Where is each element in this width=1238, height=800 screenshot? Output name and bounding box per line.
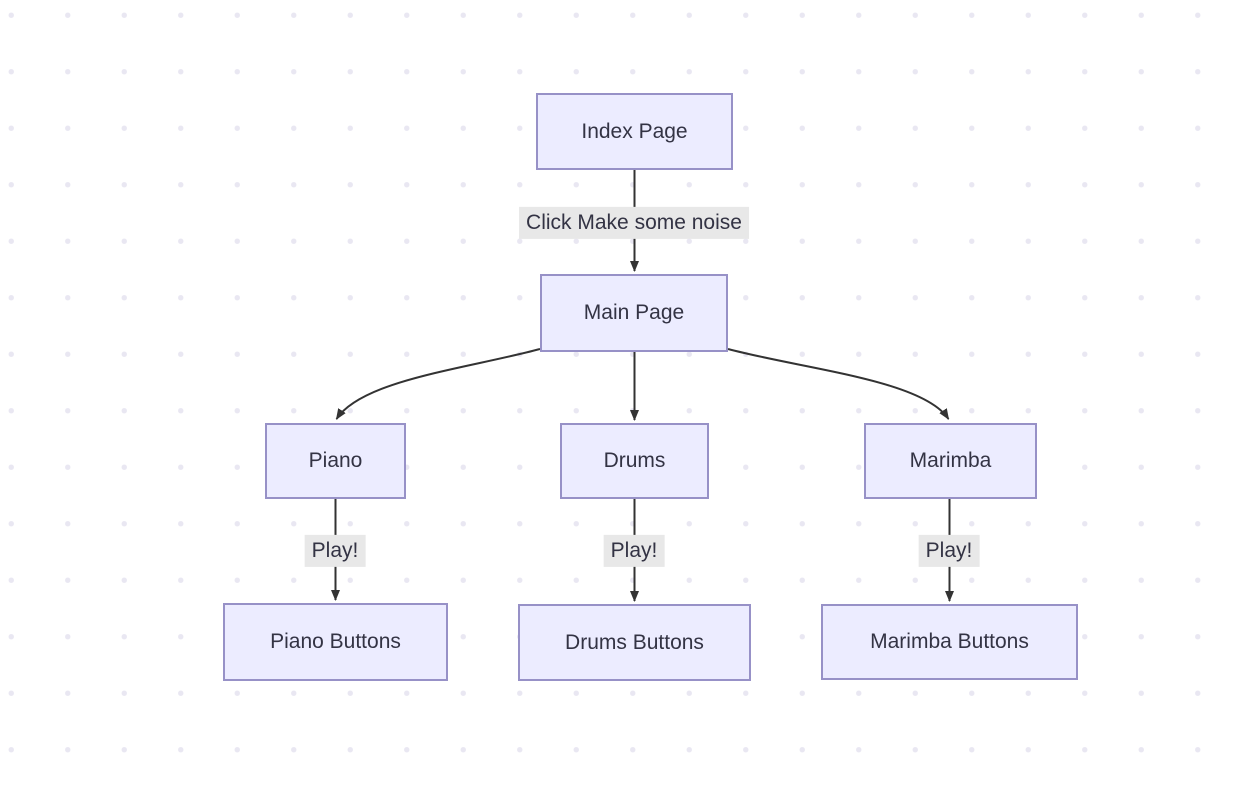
node-drums: Drums	[560, 423, 709, 499]
node-main-page-label: Main Page	[583, 301, 685, 325]
node-drums-buttons-label: Drums Buttons	[565, 630, 704, 654]
node-piano-label: Piano	[308, 449, 363, 473]
edge-label-play-piano: Play!	[304, 534, 366, 568]
node-marimba-buttons: Marimba Buttons	[821, 604, 1078, 680]
node-piano: Piano	[265, 423, 406, 499]
node-piano-buttons: Piano Buttons	[223, 603, 448, 681]
edge-main-to-piano	[335, 348, 541, 420]
node-marimba: Marimba	[864, 423, 1037, 499]
edge-label-play-drums: Play!	[603, 534, 665, 568]
node-drums-buttons: Drums Buttons	[518, 604, 751, 681]
node-index-page: Index Page	[536, 93, 733, 170]
edge-main-to-marimba	[727, 348, 950, 420]
node-drums-label: Drums	[603, 449, 666, 473]
node-marimba-label: Marimba	[909, 449, 992, 473]
edge-label-play-marimba: Play!	[918, 534, 980, 568]
edge-label-click-make-some-noise: Click Make some noise	[519, 206, 749, 240]
node-piano-buttons-label: Piano Buttons	[270, 630, 401, 654]
node-index-page-label: Index Page	[581, 119, 688, 143]
node-marimba-buttons-label: Marimba Buttons	[870, 630, 1029, 654]
node-main-page: Main Page	[540, 274, 728, 352]
